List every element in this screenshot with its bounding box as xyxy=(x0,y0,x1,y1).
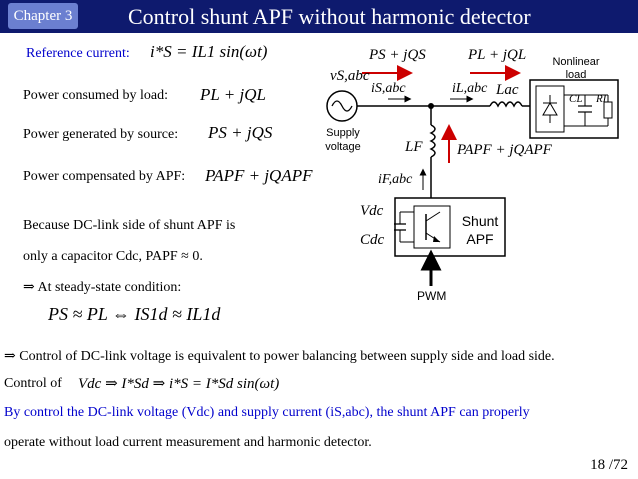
slide-title: Control shunt APF without harmonic detec… xyxy=(128,4,531,29)
lac-label: Lac xyxy=(496,82,519,98)
rl-label: RL xyxy=(596,93,609,105)
load-current-label: iL,abc xyxy=(452,81,488,96)
source-current-label: iS,abc xyxy=(371,81,406,96)
source-power-label: PS + jQS xyxy=(369,47,426,63)
load-power-equation: PL + jQL xyxy=(200,85,266,104)
apf-power-equation: PAPF + jQAPF xyxy=(205,166,313,185)
lf-inductor xyxy=(429,124,436,158)
conclusion-line-4: operate without load current measurement… xyxy=(4,435,372,450)
conclusion-line-3: By control the DC-link voltage (Vdc) and… xyxy=(4,405,530,420)
control-of-label: Control of xyxy=(4,376,62,391)
reference-label: Reference current: xyxy=(26,46,130,61)
source-voltage-label: vS,abc xyxy=(330,68,370,84)
nonlinear-load-label: Nonlinear load xyxy=(552,56,600,81)
lf-label: LF xyxy=(405,139,423,155)
reference-equation: i*S = IL1 sin(ωt) xyxy=(150,42,268,61)
steady-state-label: ⇒ At steady-state condition: xyxy=(23,280,182,295)
source-power-label: Power generated by source: xyxy=(23,127,179,142)
conclusion-line-1: ⇒ Control of DC-link voltage is equivale… xyxy=(4,349,555,364)
cl-label: CL xyxy=(569,93,583,105)
chapter-badge: Chapter 3 xyxy=(8,3,78,29)
load-power-diagram-label: PL + jQL xyxy=(468,47,527,63)
vdc-label: Vdc xyxy=(360,203,384,219)
cdc-label: Cdc xyxy=(360,232,385,248)
rectifier-bridge xyxy=(535,85,565,133)
header-bar: Chapter 3 Control shunt APF without harm… xyxy=(0,0,638,33)
source-power-equation: PS + jQS xyxy=(208,123,273,142)
shunt-apf-label: Shunt APF xyxy=(461,213,499,247)
supply-voltage-label: Supply voltage xyxy=(325,127,361,153)
apf-power-label: Power compensated by APF: xyxy=(23,169,186,184)
sine-icon xyxy=(331,100,353,112)
lac-inductor xyxy=(489,101,523,108)
inverter-block xyxy=(413,205,451,249)
steady-state-equation: PS ≈ PL ⇔ IS1d ≈ IL1d xyxy=(48,304,221,324)
dc-link-line-1: Because DC-link side of shunt APF is xyxy=(23,218,236,233)
dc-link-line-2: only a capacitor Cdc, PAPF ≈ 0. xyxy=(23,249,203,264)
page-number: 18 /72 xyxy=(590,457,628,473)
pwm-label: PWM xyxy=(417,289,447,303)
filter-current-label: iF,abc xyxy=(378,172,413,187)
control-chain-equation: Vdc ⇒ I*Sd ⇒ i*S = I*Sd sin(ωt) xyxy=(78,376,280,392)
load-power-label: Power consumed by load: xyxy=(23,88,169,103)
apf-power-diagram-label: PAPF + jQAPF xyxy=(457,142,552,158)
